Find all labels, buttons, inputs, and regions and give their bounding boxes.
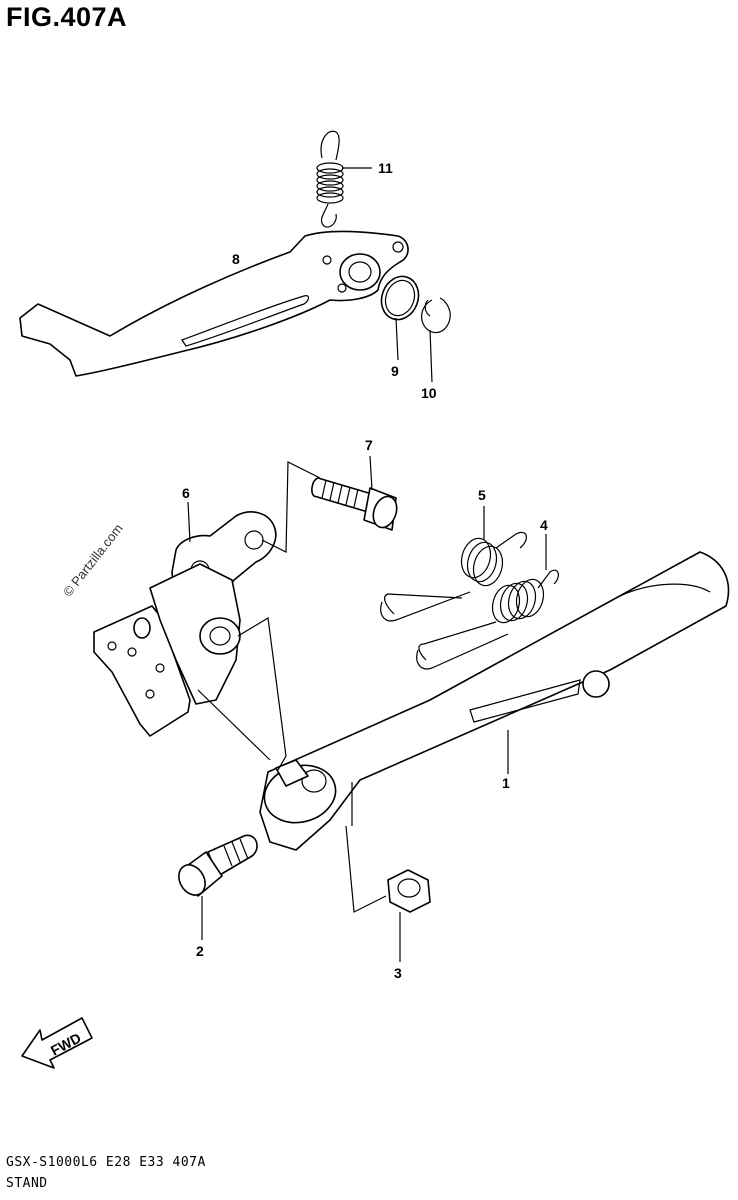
callout-3: 3 xyxy=(394,965,402,981)
bolt-part-7 xyxy=(311,477,398,531)
lever-part-8 xyxy=(19,230,409,377)
figure-title: FIG.407A xyxy=(6,2,128,32)
spring-part-4 xyxy=(416,569,559,670)
washer-part-9 xyxy=(380,275,420,321)
callout-7: 7 xyxy=(365,437,373,453)
model-code: GSX-S1000L6 E28 E33 407A xyxy=(6,1155,206,1170)
callout-5: 5 xyxy=(478,487,486,503)
nut-part-3 xyxy=(387,869,431,913)
callout-10: 10 xyxy=(421,385,437,401)
spring-part-11 xyxy=(316,130,344,228)
callout-1: 1 xyxy=(502,775,510,791)
assembly-guide-lines xyxy=(197,461,387,913)
frame-bracket xyxy=(93,563,241,737)
callout-leaders xyxy=(187,167,547,962)
callout-8: 8 xyxy=(232,251,240,267)
section-name: STAND xyxy=(6,1176,48,1191)
circlip-part-10 xyxy=(421,297,451,334)
callout-11: 11 xyxy=(378,160,393,176)
callout-9: 9 xyxy=(391,363,399,379)
callout-4: 4 xyxy=(540,517,548,533)
pivot-bolt-part-2 xyxy=(178,834,258,897)
forward-direction-arrow: FWD xyxy=(21,1017,93,1069)
spring-part-5 xyxy=(380,531,527,622)
callout-2: 2 xyxy=(196,943,204,959)
callout-6: 6 xyxy=(182,485,190,501)
side-stand-part-1 xyxy=(259,551,730,851)
